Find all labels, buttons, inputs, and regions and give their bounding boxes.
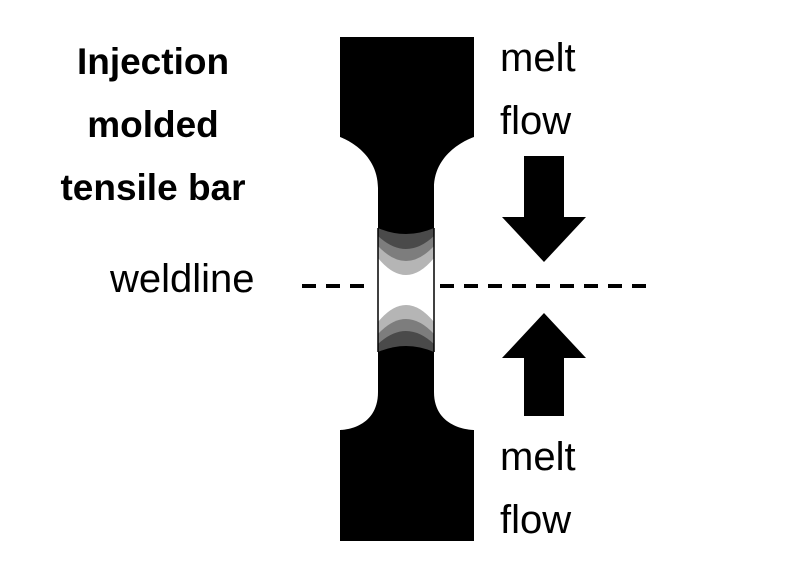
title-line-1: Injection <box>76 41 230 82</box>
title-line-2: molded <box>87 104 219 145</box>
lower-melt-front-edge <box>378 346 434 380</box>
melt-flow-bottom-line-1: melt <box>500 435 576 479</box>
melt-flow-bottom-line-2: flow <box>500 498 572 542</box>
arrow-down-icon <box>502 156 586 262</box>
upper-melt-front-dark <box>378 228 434 249</box>
melt-flow-top-line-2: flow <box>500 99 572 143</box>
melt-flow-top-label: melt flow <box>500 27 576 153</box>
melt-flow-top-line-1: melt <box>500 36 576 80</box>
weldline-zone <box>378 228 434 352</box>
title-line-3: tensile bar <box>60 167 246 208</box>
lower-melt-front-dark <box>378 331 434 352</box>
melt-flow-bottom-label: melt flow <box>500 426 576 552</box>
diagram-title: Injection molded tensile bar <box>18 30 288 219</box>
arrow-up-icon <box>502 313 586 416</box>
upper-melt-front-edge <box>378 200 434 234</box>
weldline-label: weldline <box>110 257 255 301</box>
